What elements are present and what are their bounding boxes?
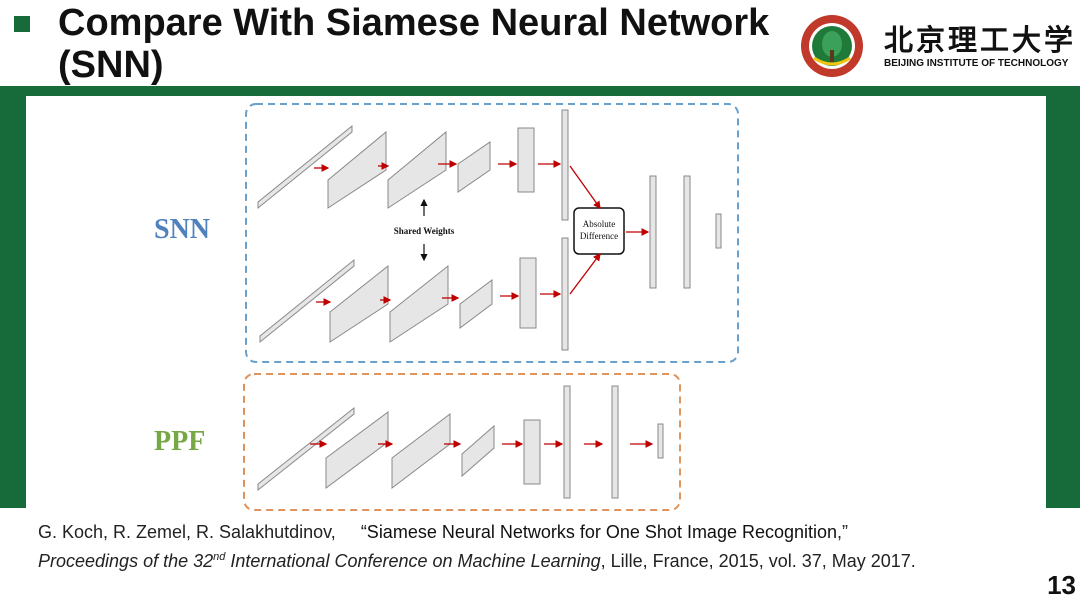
citation: G. Koch, R. Zemel, R. Salakhutdinov, “Si… <box>38 520 1038 574</box>
citation-line1: G. Koch, R. Zemel, R. Salakhutdinov, “Si… <box>38 520 1038 545</box>
difference-label: Difference <box>580 231 618 241</box>
shared-weights-label: Shared Weights <box>394 226 455 236</box>
snn-head <box>649 175 722 289</box>
snn-ppf-diagram: SNN PPF Absolute Difference <box>154 103 739 511</box>
university-name-cn: 北京理工大学 <box>884 23 1077 57</box>
page-number: 13 <box>1047 570 1076 600</box>
slide-title-line1: Compare With Siamese Neural Network <box>58 2 770 44</box>
ppf-branch <box>257 385 664 499</box>
snn-arrows <box>314 160 650 306</box>
snn-bottom-branch <box>259 237 569 351</box>
snn-dashed-box <box>245 103 739 363</box>
slide-title: Compare With Siamese Neural Network (SNN… <box>58 2 818 86</box>
citation-details: , Lille, France, 2015, vol. 37, May 2017… <box>600 551 916 571</box>
title-bullet <box>14 16 30 32</box>
snn-label: SNN <box>154 214 210 245</box>
ppf-label: PPF <box>154 426 205 457</box>
citation-venue: International Conference on Machine Lear… <box>225 551 601 571</box>
citation-proceedings: Proceedings of the 32 <box>38 551 214 571</box>
citation-title-end: ,” <box>837 522 849 542</box>
citation-ordinal: nd <box>213 551 226 563</box>
citation-paper-title: “Siamese Neural Networks for One Shot Im… <box>360 522 838 542</box>
slide-title-line2: (SNN) <box>58 44 164 86</box>
university-name-en: BEIJING INSTITUTE OF TECHNOLOGY <box>884 58 1069 69</box>
citation-line2: Proceedings of the 32nd International Co… <box>38 545 1038 574</box>
university-seal-icon <box>801 15 863 77</box>
absolute-label: Absolute <box>583 219 616 229</box>
snn-top-branch <box>257 109 569 221</box>
ppf-dashed-box <box>243 373 681 511</box>
citation-authors: G. Koch, R. Zemel, R. Salakhutdinov, <box>38 522 336 542</box>
